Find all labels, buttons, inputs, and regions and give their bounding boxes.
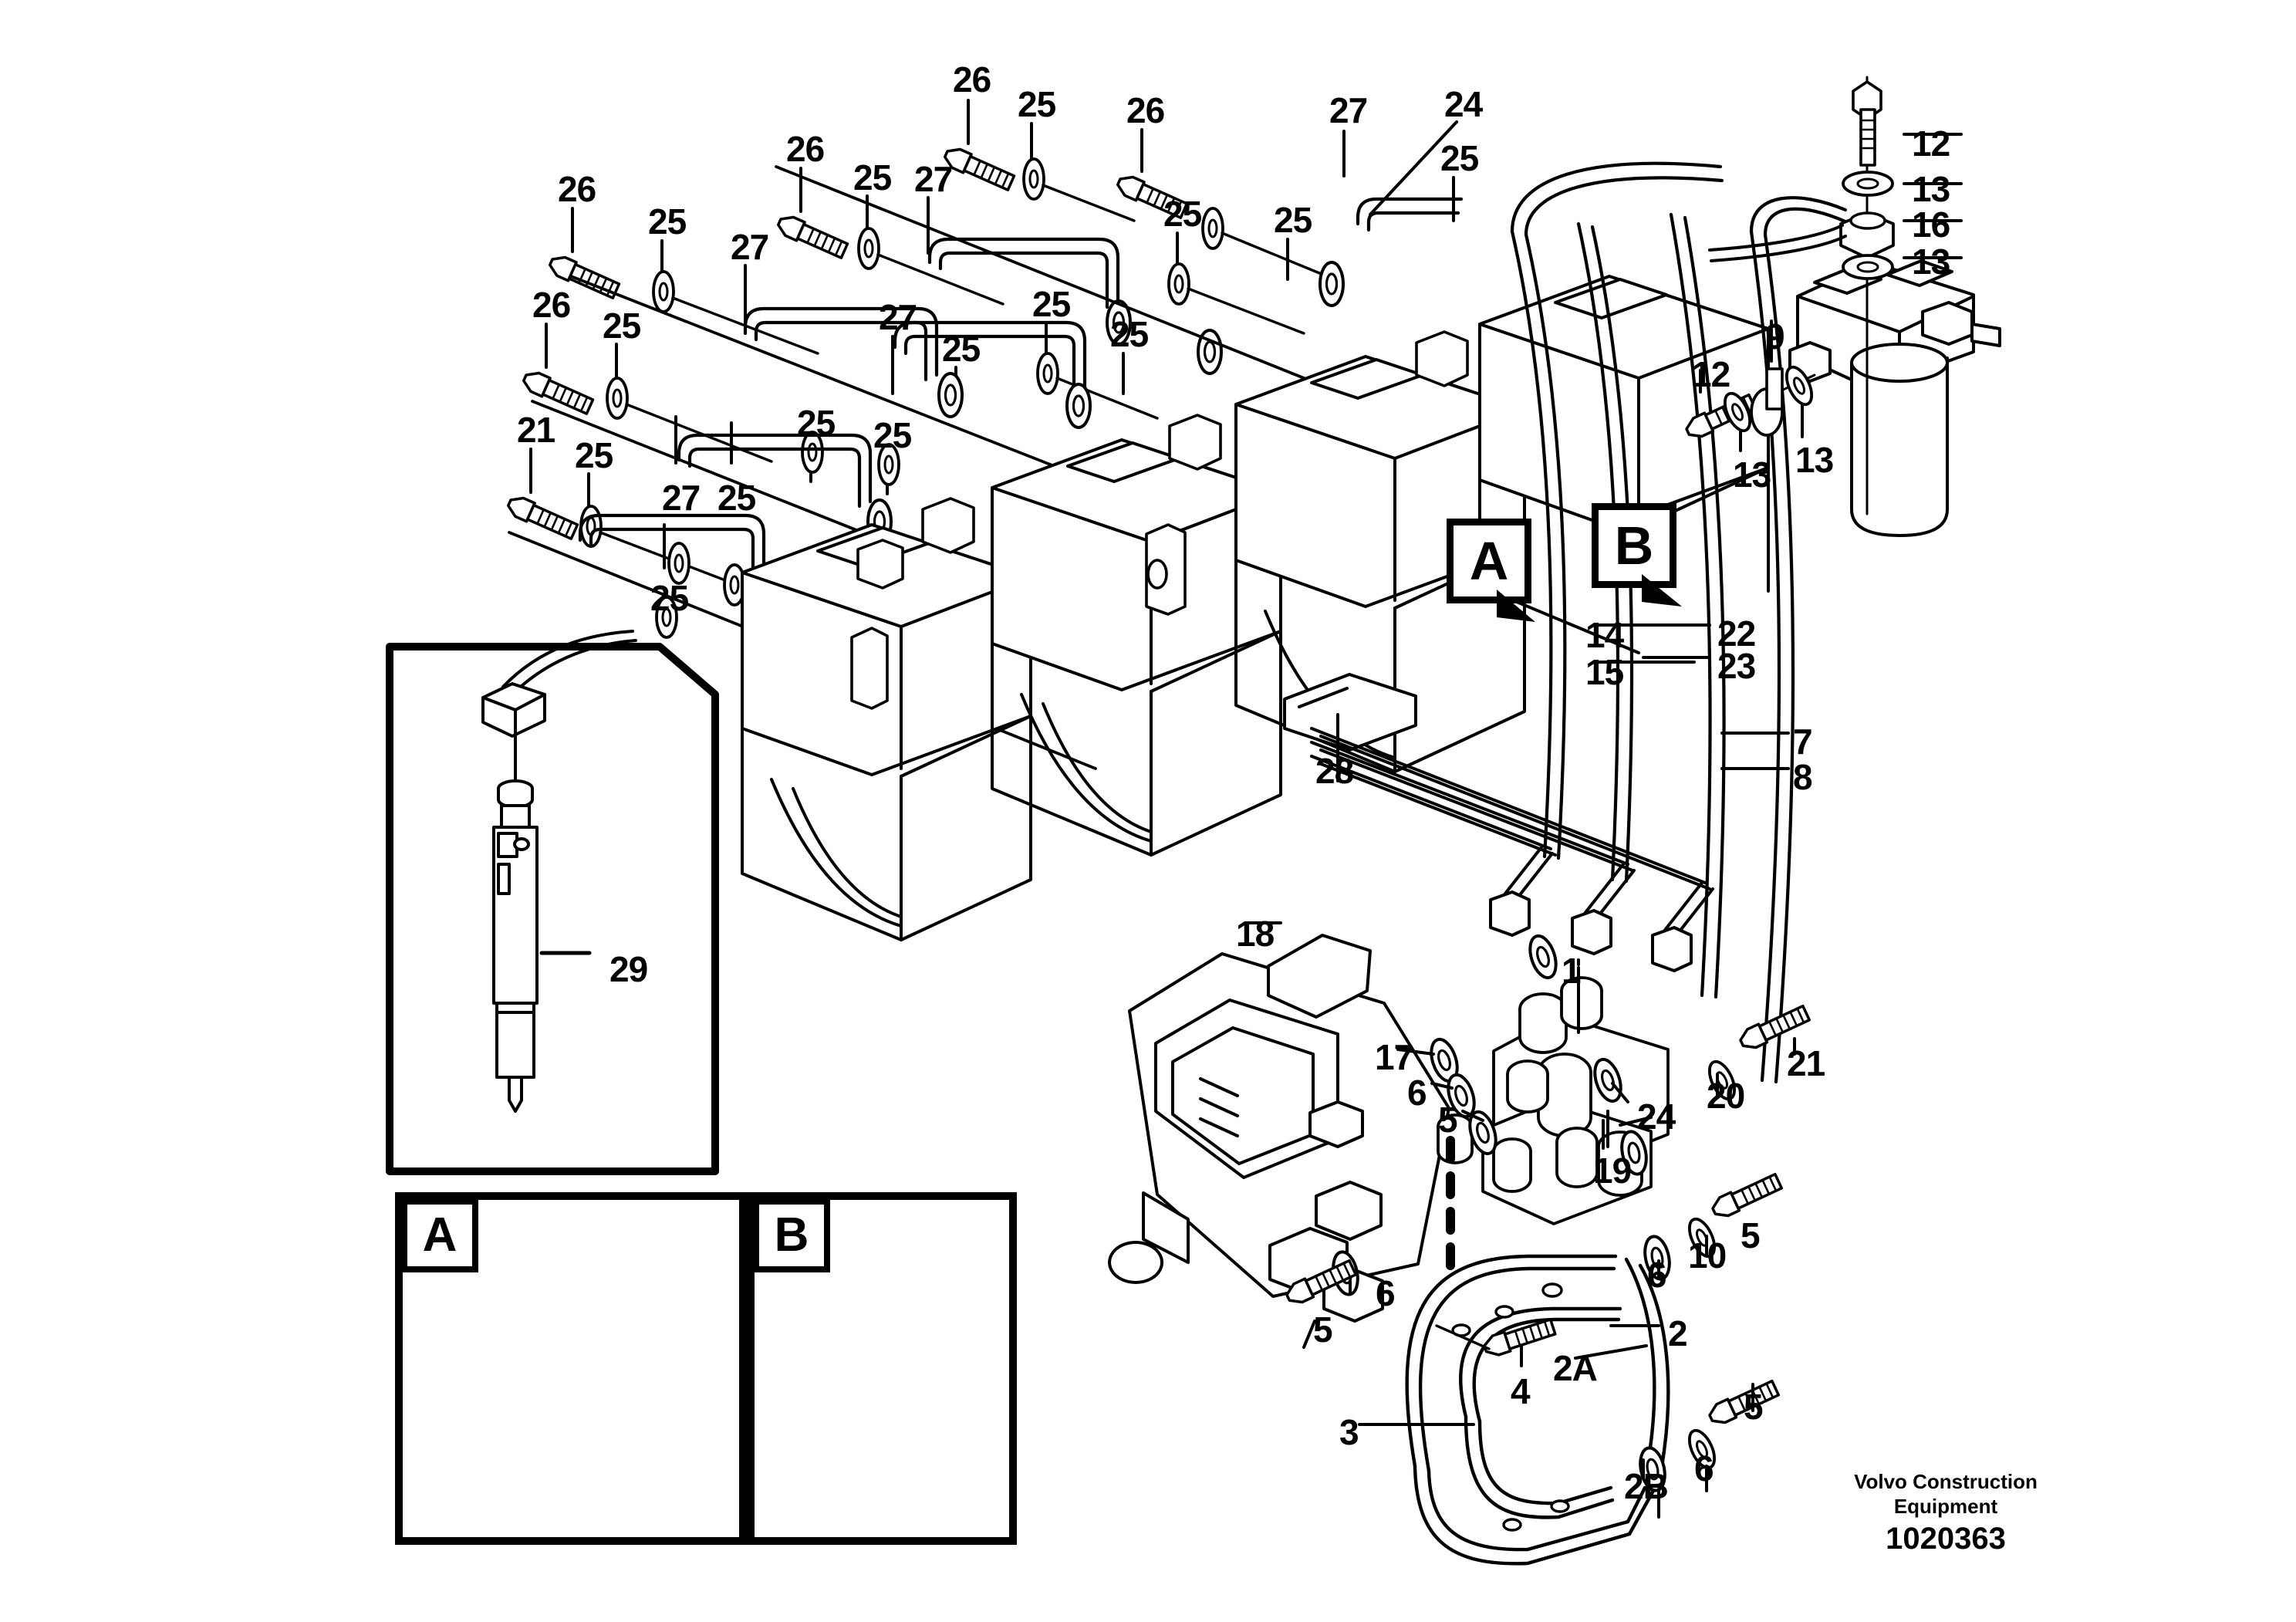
callout-24: 24 (1637, 1097, 1676, 1137)
callout-15: 15 (1585, 652, 1624, 692)
drawing-number: 1020363 (1886, 1522, 2006, 1556)
callout-6: 6 (1694, 1448, 1714, 1489)
footer-block: Volvo Construction Equipment 1020363 (1830, 1470, 2061, 1556)
callout-25: 25 (1440, 138, 1479, 178)
callout-6: 6 (1647, 1255, 1667, 1295)
callout-25: 25 (575, 435, 613, 475)
callout-25: 25 (853, 157, 892, 198)
callout-17: 17 (1375, 1037, 1413, 1077)
callout-2: 2 (1668, 1313, 1688, 1353)
callout-23: 23 (1717, 646, 1756, 686)
callout-26: 26 (786, 129, 825, 169)
callout-5: 5 (1313, 1309, 1333, 1350)
callout-25: 25 (1274, 200, 1312, 240)
callout-6: 6 (1376, 1273, 1396, 1313)
callout-27: 27 (1329, 90, 1368, 130)
callout-27: 27 (879, 297, 917, 337)
brand-line-2: Equipment (1893, 1494, 1998, 1518)
callout-27: 27 (731, 227, 769, 267)
callout-5: 5 (1741, 1215, 1761, 1255)
callout-13: 13 (1795, 440, 1834, 480)
callout-13: 13 (1912, 169, 1950, 209)
callout-24: 24 (1444, 84, 1483, 124)
callout-14: 14 (1585, 615, 1624, 655)
callout-29: 29 (609, 949, 648, 989)
callout-10: 10 (1688, 1235, 1727, 1276)
callout-18: 18 (1236, 914, 1275, 954)
callout-25: 25 (1018, 84, 1056, 124)
callout-25: 25 (1032, 284, 1071, 324)
callout-16: 16 (1912, 204, 1950, 245)
callout-19: 19 (1593, 1151, 1632, 1191)
callout-26: 26 (953, 59, 991, 100)
section-flag-a: A (1447, 519, 1531, 603)
callout-25: 25 (873, 415, 912, 455)
detail-box-b-label: B (753, 1198, 830, 1272)
callout-21: 21 (1787, 1043, 1825, 1083)
callout-27: 27 (914, 159, 953, 199)
callout-26: 26 (558, 169, 596, 209)
callout-6: 6 (1407, 1073, 1427, 1113)
callout-4: 4 (1511, 1371, 1531, 1411)
callout-7: 7 (1793, 721, 1813, 762)
callout-20: 20 (1707, 1076, 1745, 1116)
callout-12: 12 (1692, 354, 1730, 394)
callout-9: 9 (1765, 316, 1785, 357)
callout-25: 25 (797, 403, 836, 443)
callout-25: 25 (650, 578, 689, 618)
callout-25: 25 (1163, 194, 1202, 234)
callout-22: 22 (1717, 613, 1756, 654)
callout-26: 26 (532, 285, 571, 325)
callout-2a: 2A (1553, 1348, 1598, 1388)
callout-1: 1 (1562, 951, 1582, 991)
callout-25: 25 (718, 478, 756, 518)
callout-21: 21 (517, 410, 555, 450)
callout-5: 5 (1438, 1100, 1458, 1140)
callout-28: 28 (1315, 751, 1354, 791)
callout-13: 13 (1912, 242, 1950, 282)
detail-box-a-label: A (401, 1198, 478, 1272)
callout-25: 25 (648, 201, 687, 242)
callout-27: 27 (662, 478, 701, 518)
brand-line-1: Volvo Construction (1854, 1470, 2038, 1493)
callout-12: 12 (1912, 123, 1950, 164)
callout-26: 26 (1126, 90, 1165, 130)
callout-13: 13 (1733, 454, 1771, 495)
callout-25: 25 (1110, 314, 1149, 354)
callout-25: 25 (942, 329, 981, 369)
callout-5: 5 (1744, 1387, 1764, 1427)
section-flag-b: B (1592, 503, 1676, 588)
callout-3: 3 (1339, 1412, 1359, 1452)
callout-2b: 2B (1624, 1466, 1669, 1506)
callout-25: 25 (603, 306, 641, 346)
callout-8: 8 (1793, 757, 1813, 797)
